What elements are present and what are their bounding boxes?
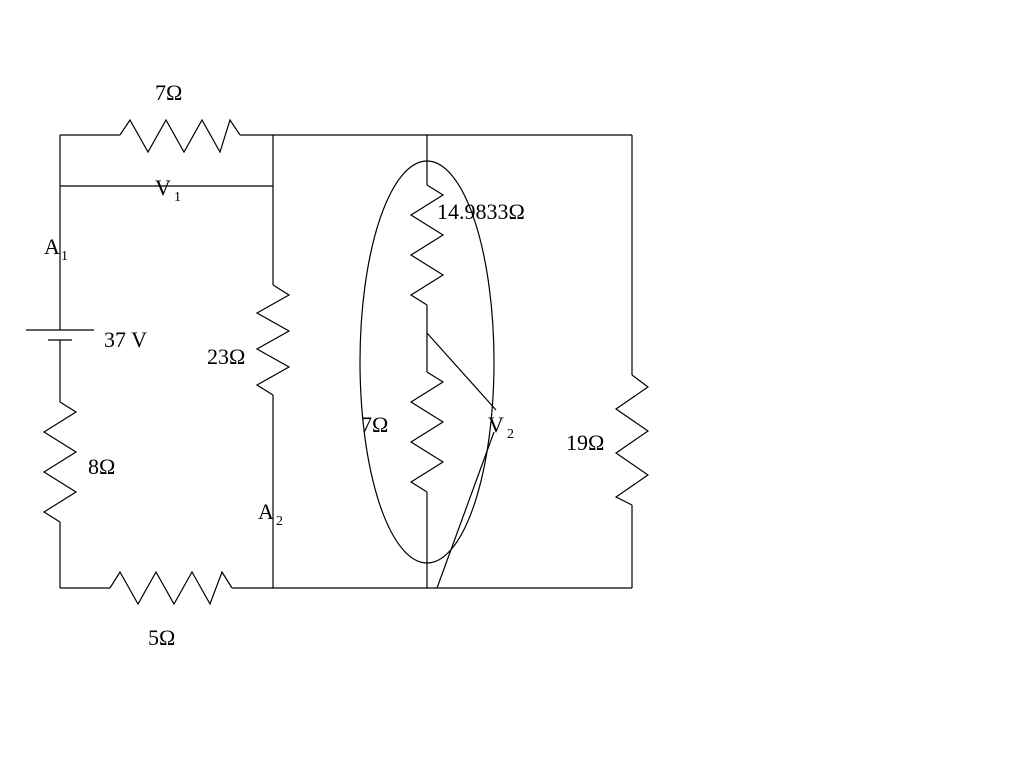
ammeter-2-label: A xyxy=(258,499,274,524)
resistor-left-label: 8Ω xyxy=(88,454,115,479)
resistor-right xyxy=(614,374,650,506)
ammeter-1-label: A xyxy=(44,234,60,259)
resistor-ellipse-upper xyxy=(409,184,445,306)
resistor-left xyxy=(42,401,78,523)
voltmeter-1-subscript: 1 xyxy=(174,190,181,205)
resistor-middle xyxy=(255,284,291,396)
resistor-top-label: 7Ω xyxy=(155,80,182,105)
ammeter-1-subscript: 1 xyxy=(61,249,68,264)
resistor-middle-label: 23Ω xyxy=(207,344,245,369)
ammeter-2-subscript: 2 xyxy=(276,514,283,529)
voltmeter-2-lead-upper xyxy=(426,332,497,411)
voltmeter-1-label: V xyxy=(155,175,171,200)
resistor-bottom-label: 5Ω xyxy=(148,625,175,650)
resistor-bottom xyxy=(109,570,233,606)
resistor-ellipse-upper-label: 14.9833Ω xyxy=(437,199,525,224)
resistor-right-label: 19Ω xyxy=(566,430,604,455)
voltmeter-2-label: V xyxy=(488,412,504,437)
voltmeter-2-subscript: 2 xyxy=(507,427,514,442)
battery-label: 37 V xyxy=(104,327,147,352)
resistor-ellipse-lower-label: 7Ω xyxy=(361,412,388,437)
voltmeter-2-lead-lower xyxy=(436,431,495,589)
ellipse-enclosure xyxy=(359,160,495,564)
resistor-top xyxy=(119,118,241,154)
resistor-ellipse-lower xyxy=(409,371,445,493)
